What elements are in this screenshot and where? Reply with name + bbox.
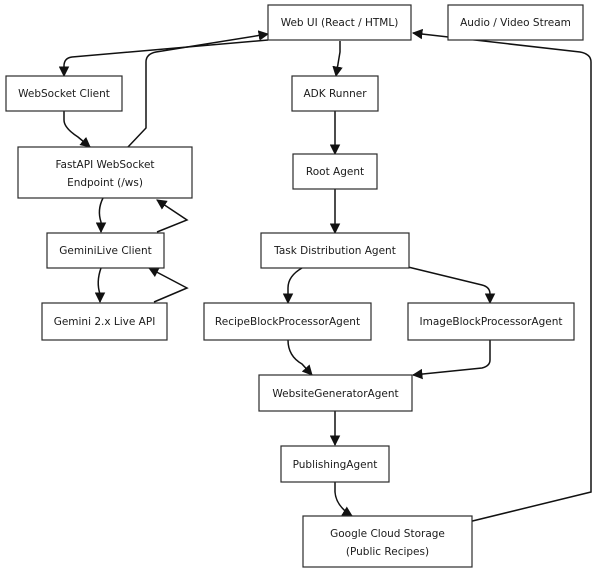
node-geminilive-client: GeminiLive Client — [46, 232, 165, 269]
node-image-block-processor-agent-label: ImageBlockProcessorAgent — [420, 316, 563, 328]
node-task-distribution-agent-label: Task Distribution Agent — [273, 245, 396, 257]
edges — [58, 28, 592, 527]
node-root-agent: Root Agent — [292, 153, 378, 190]
edge-geminilive-client-to-fastapi — [156, 199, 189, 233]
node-web-ui: Web UI (React / HTML) — [267, 4, 412, 41]
node-audio-video-stream: Audio / Video Stream — [447, 4, 584, 41]
node-adk-runner: ADK Runner — [291, 75, 379, 112]
node-geminilive-client-label: GeminiLive Client — [59, 245, 152, 257]
edge-fastapi-to-geminilive-client — [95, 197, 107, 234]
edge-task-distribution-to-image-processor — [407, 266, 496, 305]
edge-publishing-to-gcs — [334, 482, 353, 517]
node-google-cloud-storage-label-line1: Google Cloud Storage — [330, 528, 445, 540]
edge-gcs-to-webui — [411, 28, 592, 527]
edge-geminilive-client-to-gemini-live-api — [94, 267, 106, 304]
node-task-distribution-agent: Task Distribution Agent — [260, 232, 410, 269]
node-audio-video-stream-label: Audio / Video Stream — [460, 17, 571, 29]
edge-webui-to-adk-runner — [332, 41, 343, 78]
node-fastapi-endpoint-label-line1: FastAPI WebSocket — [55, 159, 154, 171]
node-website-generator-agent-label: WebsiteGeneratorAgent — [272, 388, 398, 400]
node-google-cloud-storage: Google Cloud Storage (Public Recipes) — [302, 515, 473, 568]
node-publishing-agent-label: PublishingAgent — [293, 459, 378, 471]
node-fastapi-endpoint-label-line2: Endpoint (/ws) — [67, 177, 143, 189]
node-image-block-processor-agent: ImageBlockProcessorAgent — [407, 302, 575, 341]
edge-fastapi-to-webui — [127, 30, 270, 148]
node-gemini-live-api: Gemini 2.x Live API — [41, 302, 168, 341]
edge-image-processor-to-website-generator — [411, 340, 491, 380]
node-fastapi-endpoint: FastAPI WebSocket Endpoint (/ws) — [17, 146, 193, 199]
node-recipe-block-processor-agent-label: RecipeBlockProcessorAgent — [215, 316, 360, 328]
node-adk-runner-label: ADK Runner — [303, 88, 367, 100]
edge-task-distribution-to-recipe-processor — [282, 267, 303, 305]
node-web-ui-label: Web UI (React / HTML) — [281, 17, 399, 29]
node-root-agent-label: Root Agent — [306, 166, 364, 178]
edge-webui-to-websocket-client — [58, 39, 269, 78]
nodes: Web UI (React / HTML) Audio / Video Stre… — [5, 4, 584, 568]
edge-recipe-processor-to-website-generator — [287, 339, 313, 376]
node-gemini-live-api-label: Gemini 2.x Live API — [54, 316, 156, 328]
node-websocket-client-label: WebSocket Client — [18, 88, 110, 100]
node-recipe-block-processor-agent: RecipeBlockProcessorAgent — [203, 302, 372, 341]
edge-websocket-client-to-fastapi — [63, 111, 91, 148]
edge-gemini-live-api-to-geminilive-client — [148, 267, 189, 303]
node-google-cloud-storage-label-line2: (Public Recipes) — [346, 546, 429, 558]
node-websocket-client: WebSocket Client — [5, 75, 123, 112]
node-website-generator-agent: WebsiteGeneratorAgent — [258, 374, 413, 412]
node-publishing-agent: PublishingAgent — [280, 445, 390, 483]
